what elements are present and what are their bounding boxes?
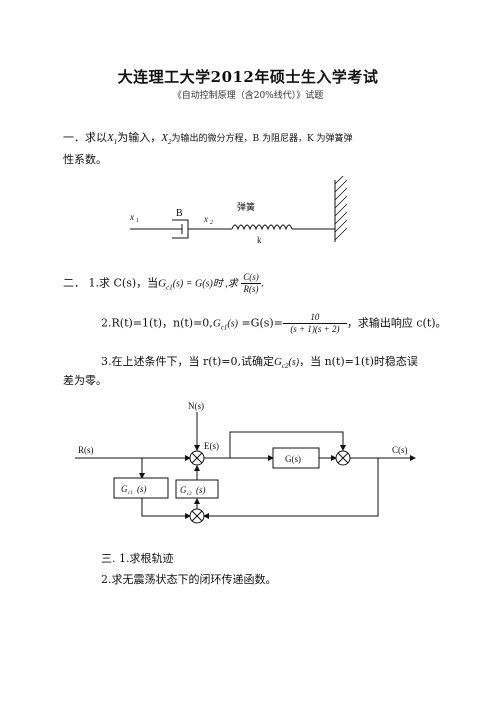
label-k: k bbox=[257, 235, 262, 245]
svg-text:(s): (s) bbox=[196, 485, 206, 495]
label-E: E(s) bbox=[204, 441, 219, 451]
question-3-line-2: 2.求无震荡状态下的闭环传递函数。 bbox=[101, 573, 277, 586]
fraction-C-over-R: C(s)R(s) bbox=[241, 272, 261, 294]
block-Gc1 bbox=[113, 477, 169, 499]
label-damper-B: B bbox=[176, 208, 183, 219]
svg-text:2: 2 bbox=[210, 220, 213, 226]
question-1-text: 一．求以X1为输入，X2为输出的微分方程，B 为阻尼器，K 为弹簧弹 bbox=[63, 131, 353, 147]
label-Gc1: G bbox=[121, 484, 128, 494]
svg-text:c1: c1 bbox=[128, 491, 133, 496]
spring-icon bbox=[231, 224, 293, 231]
label-Gc2: G bbox=[180, 485, 187, 495]
svg-text:c2: c2 bbox=[187, 492, 192, 497]
question-1-text-line2: 性系数。 bbox=[63, 153, 107, 166]
block-diagram: N(s) E(s) R(s) G(s) C(s) G c1 (s) G c2 (… bbox=[75, 401, 416, 524]
question-2-part-3: 3.在上述条件下，当 r(t)=0,试确定Gc2(s)，当 n(t)=1(t)时… bbox=[101, 355, 418, 371]
label-R: R(s) bbox=[78, 445, 94, 455]
question-2-part-3-line2: 差为零。 bbox=[63, 374, 107, 387]
question-3-line-1: 三. 1.求根轨迹 bbox=[101, 552, 174, 565]
label-x1: x bbox=[129, 212, 134, 222]
exam-subtitle: 《自动控制原理（含20%线代）》试题 bbox=[172, 91, 324, 101]
label-C: C(s) bbox=[392, 445, 408, 455]
fraction-transfer-function: 10(s + 1)(s + 2) bbox=[282, 312, 347, 335]
svg-text:(s): (s) bbox=[137, 484, 147, 494]
label-x2: x bbox=[203, 214, 208, 224]
label-N: N(s) bbox=[188, 401, 204, 411]
label-G: G(s) bbox=[285, 454, 301, 464]
svg-text:1: 1 bbox=[136, 218, 139, 224]
exam-title: 大连理工大学2012年硕士生入学考试 bbox=[117, 68, 379, 86]
question-2-part-2: 2.R(t)=1(t)，n(t)=0,Gc1(s) =G(s)=10(s + 1… bbox=[101, 312, 447, 335]
question-2-part-1: 二． 1.求 C(s)，当Gc1(s) = G(s)时 ,求 C(s)R(s). bbox=[63, 272, 265, 294]
label-spring: 弹簧 bbox=[237, 201, 255, 212]
mechanical-diagram: x 1 B x 2 弹簧 k bbox=[129, 176, 348, 245]
